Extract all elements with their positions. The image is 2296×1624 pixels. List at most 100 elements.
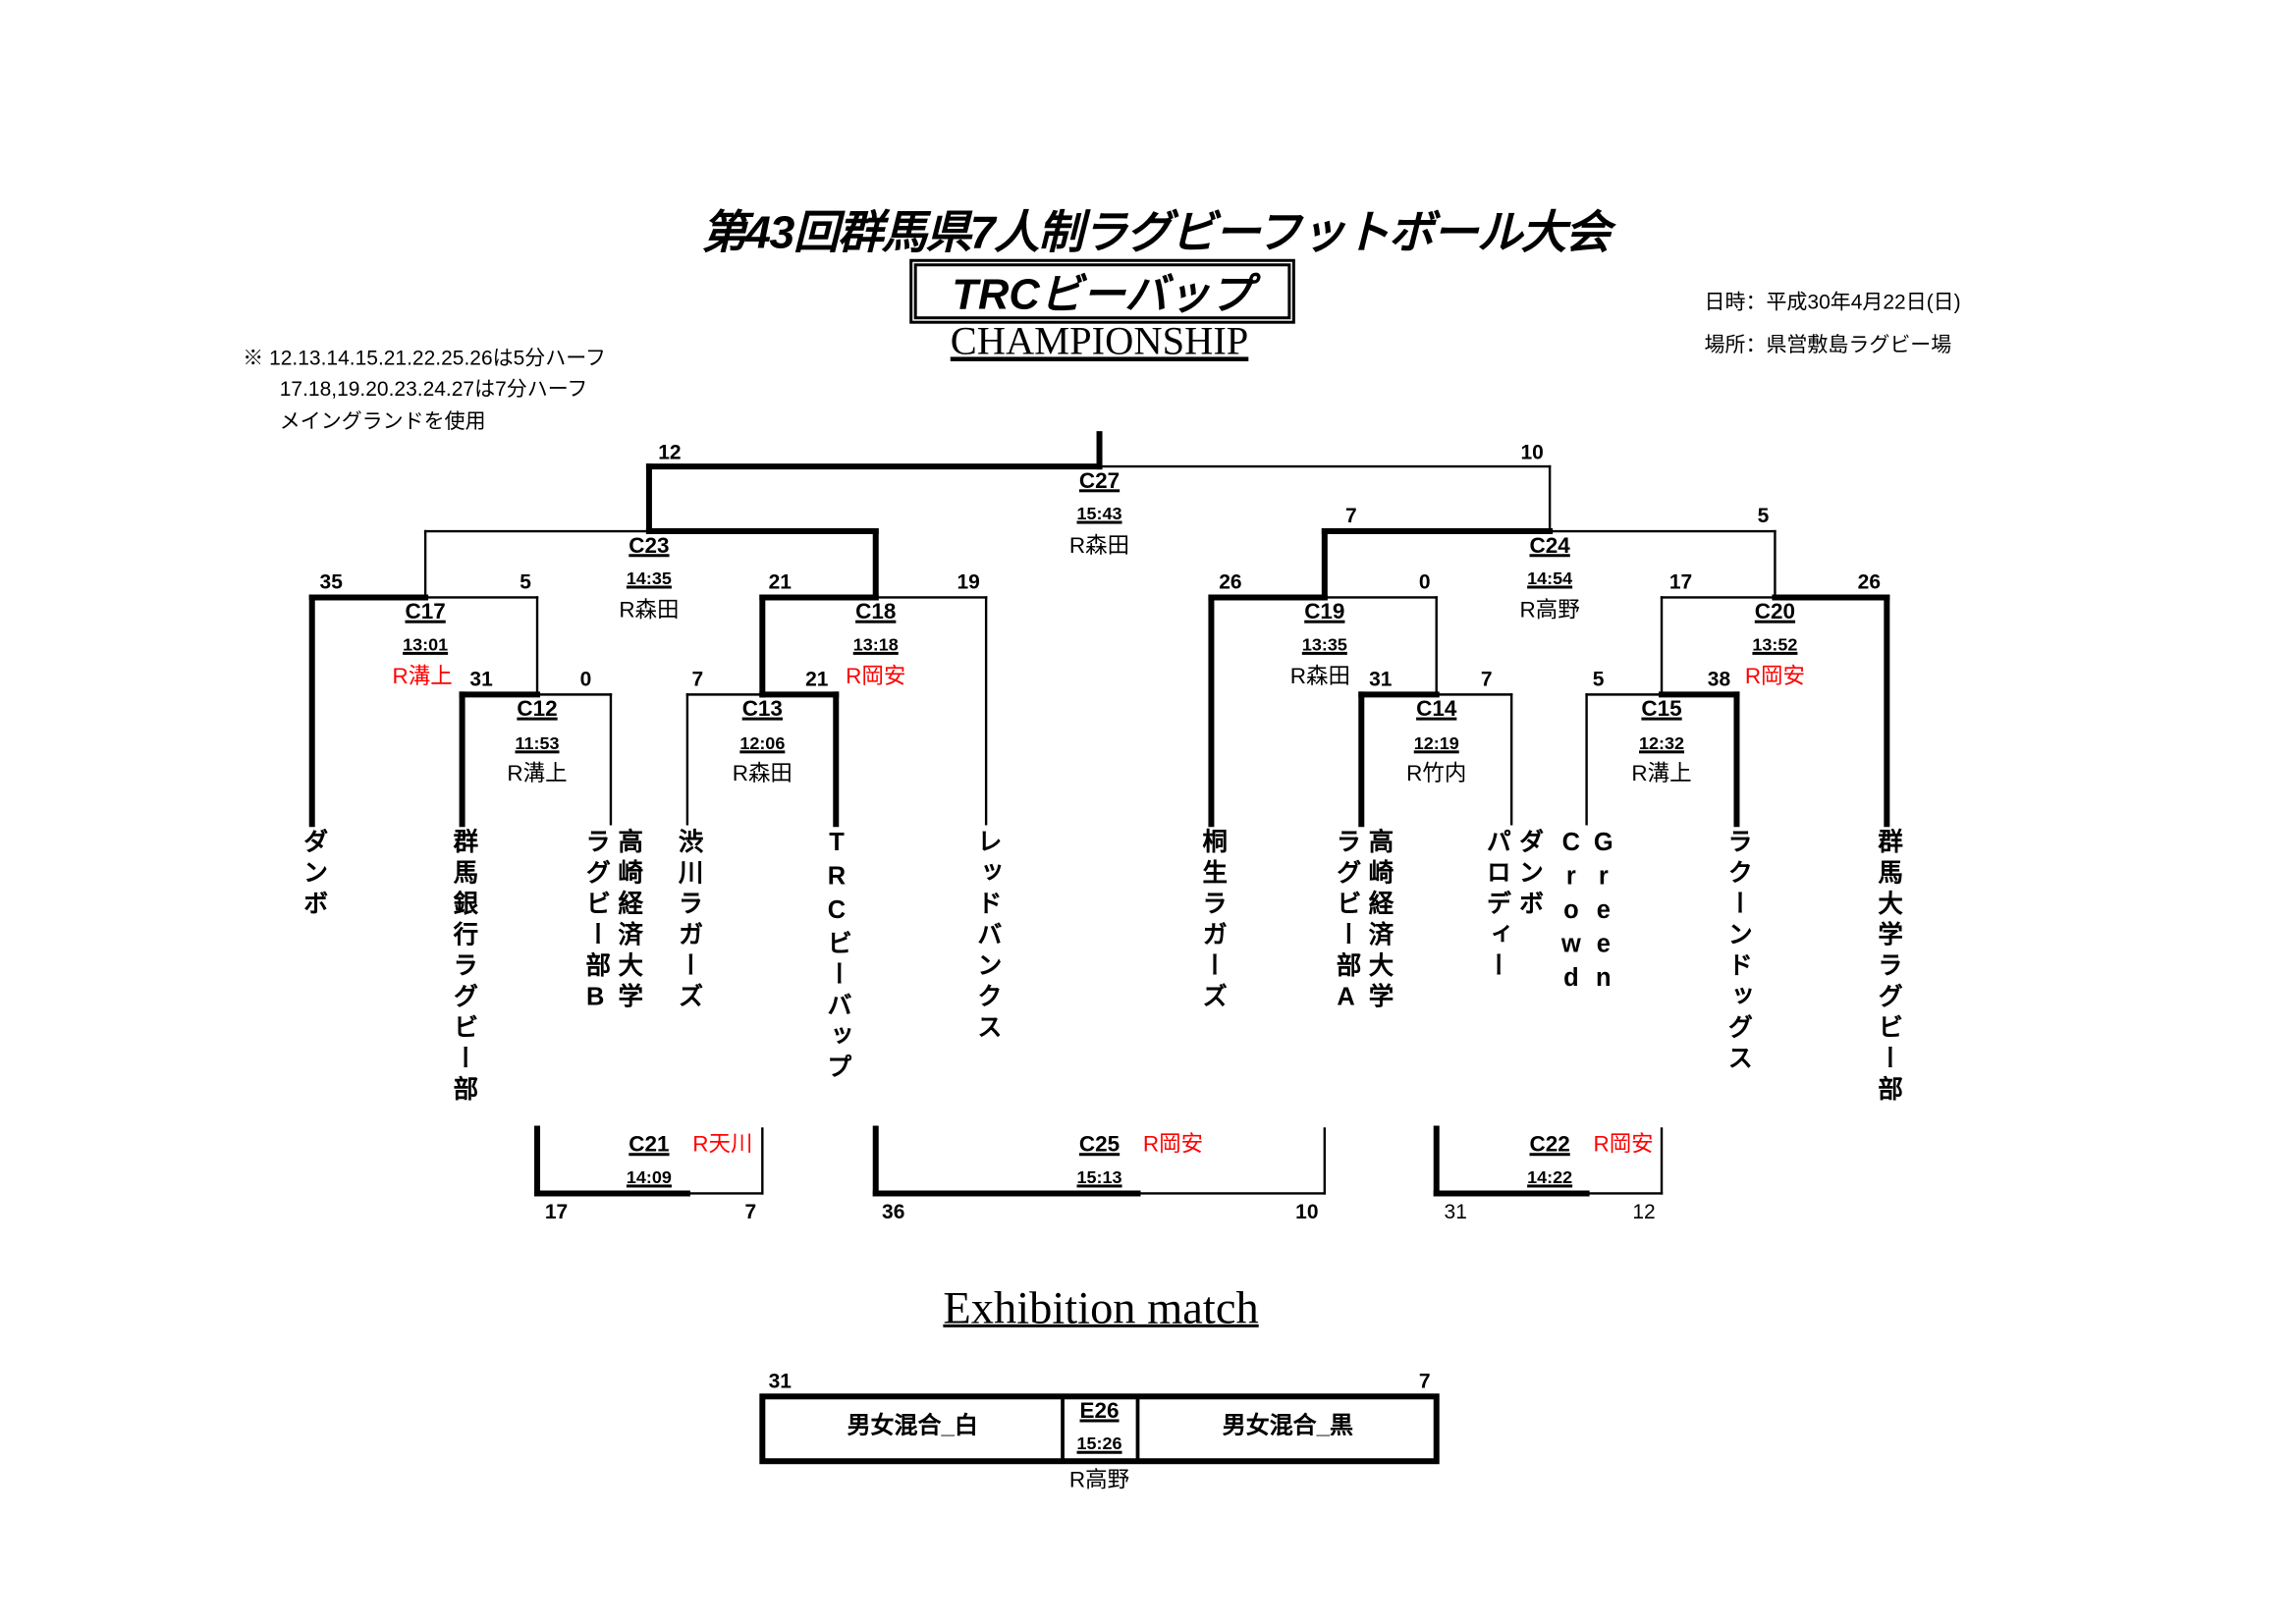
team-name: 高崎経済大学ラグビー部A	[1329, 829, 1394, 1017]
match-score-c13-right: 21	[805, 666, 829, 690]
team-name-line: ラクーンドッグス	[1722, 828, 1752, 1076]
match-id-c25: C25	[1078, 1132, 1121, 1158]
team-name-line: レッドバンクス	[972, 828, 1002, 1046]
exhibition-box	[759, 1393, 1440, 1465]
match-referee-c12: R溝上	[507, 761, 568, 787]
team-name-line: TRCビーバップ	[822, 828, 851, 1085]
exhibition-title: Exhibition match	[943, 1281, 1259, 1333]
match-id-c23: C23	[629, 533, 670, 559]
match-time-c20: 13:52	[1752, 633, 1798, 655]
match-referee-c13: R森田	[732, 761, 793, 787]
team-name-line: 群馬大学ラグビー部	[1873, 828, 1902, 1108]
team-name: 渋川ラガーズ	[671, 829, 703, 1014]
match-time-c25: 15:13	[1076, 1166, 1122, 1188]
rules-note-2: 17.18,19.20.23.24.27は7分ハーフ	[279, 376, 588, 401]
match-id-c12: C12	[517, 696, 558, 723]
match-referee-c24: R高野	[1519, 598, 1580, 623]
match-score-c15-right: 38	[1707, 666, 1731, 690]
match-score-c25-right: 10	[1295, 1199, 1319, 1223]
event-date: 日時：平成30年4月22日(日)	[1704, 290, 1961, 314]
match-referee-c20: R岡安	[1744, 664, 1806, 690]
match-score-c12-left: 31	[469, 666, 493, 690]
match-time-c22: 14:22	[1527, 1166, 1573, 1188]
match-score-c22-left: 31	[1444, 1199, 1467, 1223]
match-id-c13: C13	[741, 696, 783, 723]
team-name: 群馬銀行ラグビー部	[446, 829, 478, 1107]
rules-note-3: メイングランドを使用	[279, 408, 486, 433]
rules-note-1: ※ 12.13.14.15.21.22.25.26は5分ハーフ	[243, 346, 606, 370]
match-referee-c15: R溝上	[1631, 761, 1692, 787]
match-score-c14-right: 7	[1480, 666, 1493, 690]
exhibition-right-score: 7	[1418, 1368, 1431, 1392]
match-score-c25-left: 36	[882, 1199, 905, 1223]
match-id-c17: C17	[405, 599, 446, 625]
match-time-c15: 12:32	[1639, 732, 1685, 754]
match-referee-c23: R森田	[619, 598, 680, 623]
match-score-c22-right: 12	[1632, 1199, 1656, 1223]
match-score-c27-left: 12	[658, 440, 682, 464]
championship-subtitle: CHAMPIONSHIP	[950, 318, 1249, 363]
exhibition-right-team: 男女混合_黒	[1222, 1414, 1353, 1439]
match-time-c17: 13:01	[403, 633, 449, 655]
match-id-c15: C15	[1641, 696, 1682, 723]
team-name-line: 高崎経済大学	[613, 828, 642, 1014]
match-id-c19: C19	[1304, 599, 1345, 625]
match-score-c18-left: 21	[768, 568, 792, 593]
match-id-c20: C20	[1754, 599, 1796, 625]
match-referee-c21: R天川	[692, 1132, 753, 1158]
team-name: ラクーンドッグス	[1721, 829, 1753, 1076]
match-score-c21-left: 17	[544, 1199, 569, 1223]
event-venue: 場所：県営敷島ラグビー場	[1704, 332, 1952, 356]
match-score-c24-left: 7	[1344, 503, 1357, 527]
team-name-line: 群馬銀行ラグビー部	[449, 828, 477, 1108]
match-time-c13: 12:06	[739, 732, 786, 754]
team-name-line: 高崎経済大学	[1364, 828, 1393, 1014]
match-referee-c19: R森田	[1289, 664, 1350, 690]
team-name-line: Green	[1589, 828, 1618, 999]
match-score-c14-left: 31	[1369, 666, 1393, 690]
tournament-title: 第43回群馬県7人制ラグビーフットボール大会	[701, 206, 1611, 259]
match-score-c19-left: 26	[1219, 568, 1242, 593]
match-id-c22: C22	[1529, 1132, 1570, 1158]
match-referee-c17: R溝上	[392, 664, 453, 690]
match-score-c20-right: 26	[1857, 568, 1882, 593]
exhibition-left-team: 男女混合_白	[847, 1414, 978, 1439]
exhibition-match-id: E26	[1079, 1398, 1120, 1424]
sponsor-logo-text: TRCビーバップ	[952, 272, 1253, 320]
team-name-line: ダンボ	[1514, 828, 1543, 922]
team-name-line: パロディー	[1482, 828, 1510, 984]
exhibition-referee: R高野	[1068, 1467, 1130, 1493]
match-score-c17-right: 5	[519, 568, 531, 593]
match-score-c27-right: 10	[1520, 440, 1544, 464]
match-referee-c25: R岡安	[1142, 1132, 1204, 1158]
sponsor-logo-box: TRCビーバップ	[909, 258, 1295, 324]
match-referee-c27: R森田	[1068, 533, 1130, 559]
team-name: ダンボパロディー	[1479, 829, 1544, 983]
match-time-c12: 11:53	[515, 732, 560, 754]
match-id-c27: C27	[1078, 468, 1121, 494]
match-time-c18: 13:18	[852, 633, 899, 655]
match-id-c24: C24	[1529, 533, 1570, 559]
team-name: 桐生ラガーズ	[1195, 829, 1228, 1014]
match-score-c21-right: 7	[744, 1199, 757, 1223]
team-name: レッドバンクス	[970, 829, 1003, 1045]
match-score-c18-right: 19	[957, 568, 980, 593]
team-name-line: 桐生ラガーズ	[1197, 828, 1227, 1014]
match-time-c19: 13:35	[1301, 633, 1347, 655]
match-score-c12-right: 0	[579, 666, 592, 690]
team-name: 群馬大学ラグビー部	[1871, 829, 1903, 1107]
match-score-c17-left: 35	[319, 568, 343, 593]
match-time-c14: 12:19	[1413, 732, 1459, 754]
match-id-c21: C21	[629, 1132, 670, 1158]
match-score-c15-left: 5	[1592, 666, 1605, 690]
team-name-line: Crowd	[1557, 828, 1586, 999]
match-score-c13-left: 7	[691, 666, 704, 690]
team-name: 高崎経済大学ラグビー部B	[578, 829, 643, 1017]
team-name-line: ダンボ	[299, 828, 327, 922]
match-referee-c22: R岡安	[1593, 1132, 1654, 1158]
match-id-c14: C14	[1416, 696, 1457, 723]
match-time-c23: 14:35	[626, 568, 672, 589]
match-referee-c18: R岡安	[846, 664, 906, 690]
